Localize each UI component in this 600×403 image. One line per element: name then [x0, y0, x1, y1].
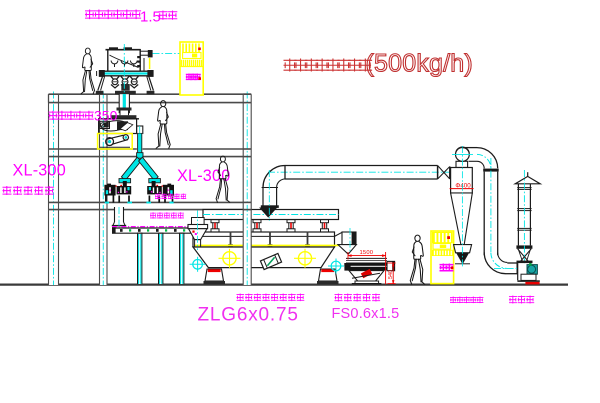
svg-text:XL-300: XL-300	[177, 167, 230, 185]
svg-text:540: 540	[388, 270, 394, 279]
svg-text:ZLG6x0.75: ZLG6x0.75	[198, 305, 299, 326]
svg-text:1500: 1500	[360, 250, 374, 256]
svg-text:1.5: 1.5	[140, 9, 161, 26]
svg-text:Φ400: Φ400	[455, 183, 471, 190]
svg-text:350: 350	[94, 108, 118, 124]
svg-text:FS0.6x1.5: FS0.6x1.5	[332, 306, 400, 322]
svg-text:(500kg/h): (500kg/h)	[366, 50, 473, 78]
svg-text:XL-300: XL-300	[13, 162, 66, 180]
